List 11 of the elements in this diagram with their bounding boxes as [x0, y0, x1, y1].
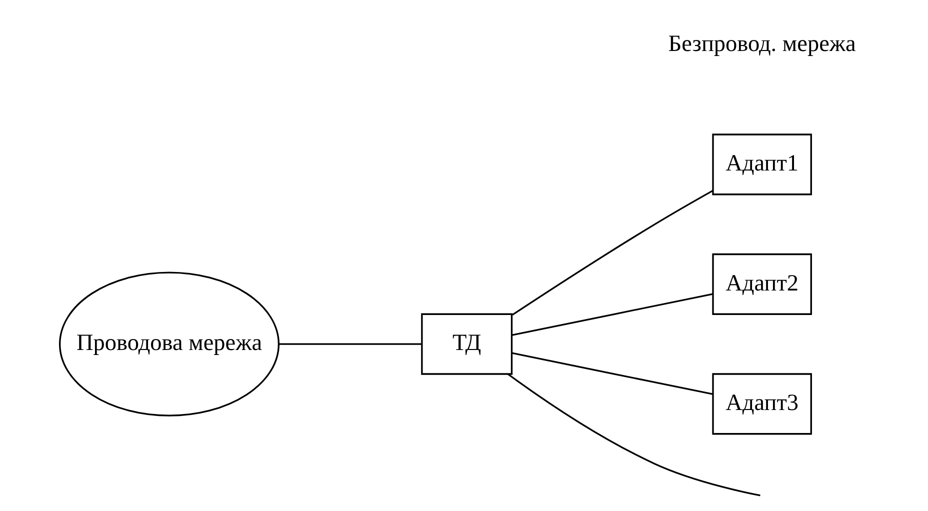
node-ellipse: Проводова мережа	[58, 272, 280, 416]
node-box: ТД	[420, 313, 512, 375]
connector	[512, 190, 713, 316]
connector	[512, 293, 712, 336]
node-box: Адапт3	[712, 373, 812, 435]
connector	[507, 374, 760, 496]
connector	[512, 352, 712, 395]
connector	[278, 343, 421, 345]
node-box: Адапт2	[712, 253, 812, 315]
label: Безпровод. мережа	[668, 30, 856, 57]
node-box: Адапт1	[712, 134, 812, 196]
